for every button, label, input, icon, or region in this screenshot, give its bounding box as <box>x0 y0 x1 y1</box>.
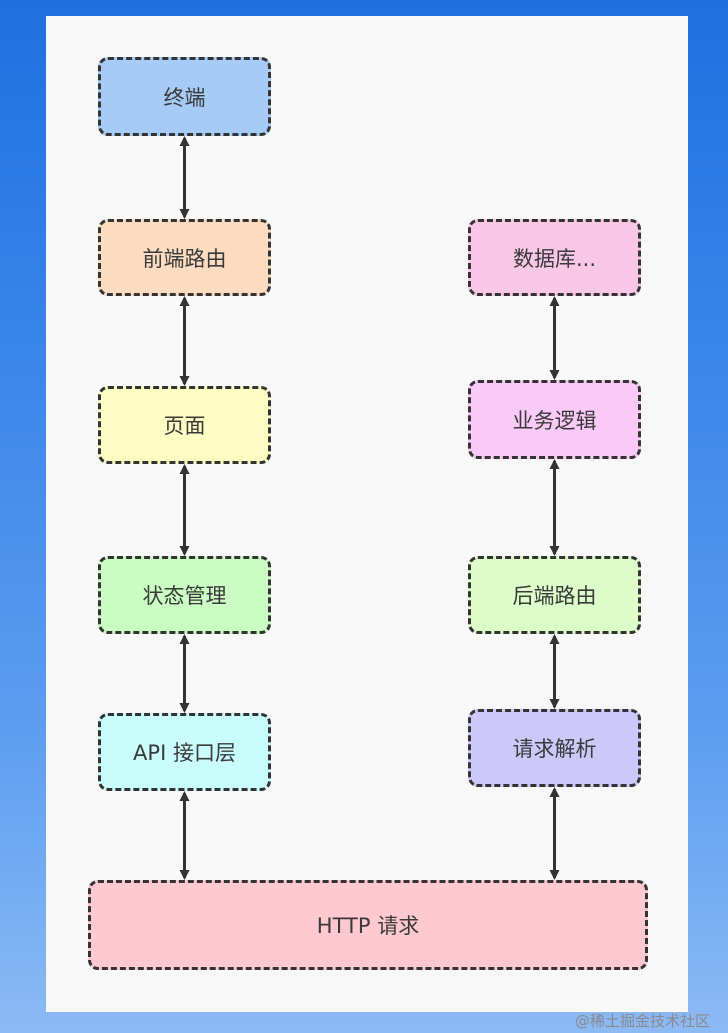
watermark: @稀土掘金技术社区 <box>574 1012 710 1030</box>
node-terminal: 终端 <box>98 57 271 136</box>
node-database: 数据库... <box>468 219 641 296</box>
diagram-panel <box>46 16 688 1012</box>
node-business-logic: 业务逻辑 <box>468 380 641 459</box>
node-frontend-router: 前端路由 <box>98 219 271 296</box>
node-http-request: HTTP 请求 <box>88 880 648 970</box>
node-request-parsing: 请求解析 <box>468 709 641 787</box>
node-page: 页面 <box>98 386 271 464</box>
node-state-management: 状态管理 <box>98 556 271 634</box>
node-api-layer: API 接口层 <box>98 713 271 791</box>
node-backend-router: 后端路由 <box>468 556 641 634</box>
